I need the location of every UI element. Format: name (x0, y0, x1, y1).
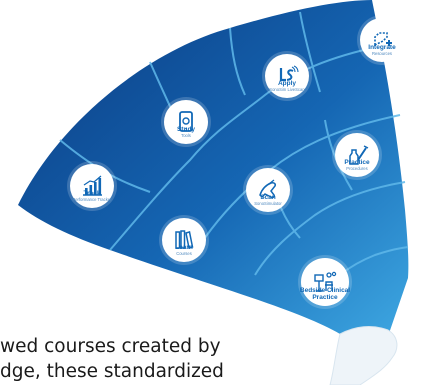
study-circle (164, 100, 208, 144)
bar-chart-icon (83, 175, 102, 196)
node-bedside[interactable]: Bedside Clinical Practice (300, 258, 350, 306)
scan-circle (246, 168, 290, 212)
tablet-icon (179, 111, 193, 132)
integrate-circle (360, 18, 404, 62)
probe-hand-icon (259, 179, 276, 199)
bedside-circle (301, 258, 349, 306)
track-circle (70, 164, 114, 208)
learn-circle (162, 218, 206, 262)
puzzle-fan-shape (18, 0, 409, 345)
syringe-bottle-icon (349, 145, 369, 165)
bedside-monitor-icon (314, 271, 337, 292)
apply-circle (265, 54, 309, 98)
body-text: wed courses created by dge, these standa… (0, 334, 380, 384)
books-icon (175, 230, 194, 249)
puzzle-tab-light (329, 326, 398, 386)
livescan-logo-icon (279, 65, 299, 82)
practice-circle (335, 133, 379, 177)
body-text-line-2: dge, these standardized (0, 361, 224, 382)
body-text-line-1: wed courses created by (0, 336, 221, 357)
puzzle-plus-icon (374, 32, 392, 47)
